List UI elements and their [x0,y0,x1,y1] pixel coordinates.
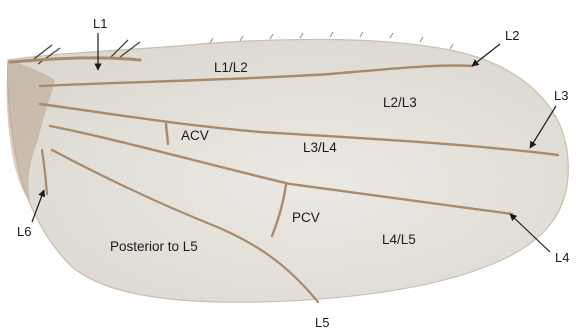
vein-label-l5: L5 [315,315,329,330]
region-label-l2-l3: L2/L3 [383,95,417,110]
crossvein-label-pcv: PCV [292,210,320,225]
region-label-l3-l4: L3/L4 [303,140,337,155]
crossvein-label-acv: ACV [181,128,209,143]
vein-label-l1: L1 [93,16,107,31]
vein-label-l3: L3 [554,88,568,103]
region-label-l1-l2: L1/L2 [214,60,248,75]
vein-label-l2: L2 [505,28,519,43]
vein-label-l4: L4 [555,250,569,265]
vein-label-l6: L6 [17,224,31,239]
region-label-posterior: Posterior to L5 [110,239,198,254]
region-label-l4-l5: L4/L5 [382,232,416,247]
